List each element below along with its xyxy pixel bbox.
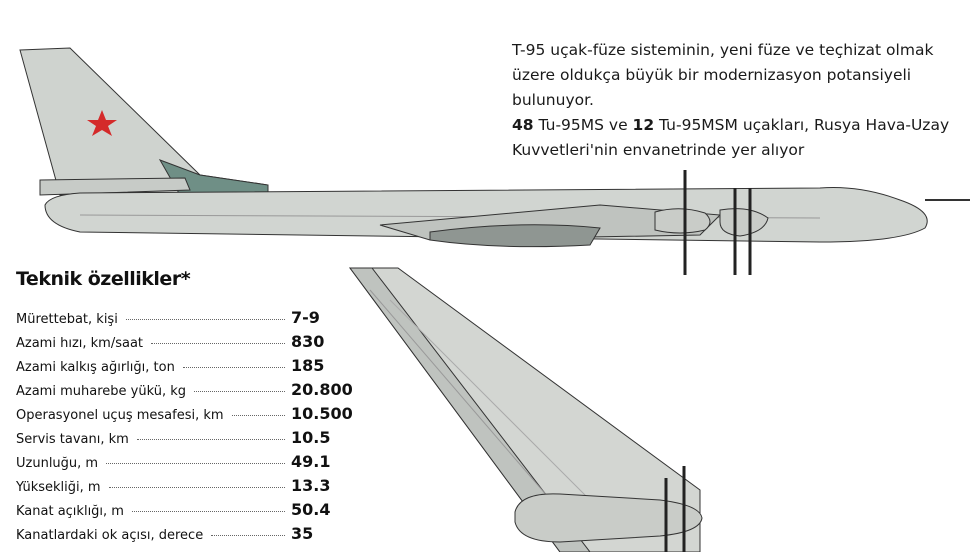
dot-leader [106,463,285,464]
dot-leader [193,391,285,392]
spec-label: Azami kalkış ağırlığı, ton [16,360,175,375]
spec-row: Kanatlardaki ok açısı, derece 35 [16,524,361,548]
spec-row: Azami hızı, km/saat 830 [16,332,361,356]
intro-text-ms: Tu-95MS ve [533,116,633,134]
spec-label: Kanat açıklığı, m [16,504,124,519]
spec-row: Yüksekliği, m 13.3 [16,476,361,500]
wing-engine-nacelle [514,466,703,552]
spec-row: Uzunluğu, m 49.1 [16,452,361,476]
dot-leader [108,487,285,488]
spec-row: Azami kalkış ağırlığı, ton 185 [16,356,361,380]
dot-leader [136,439,285,440]
tail-fin [19,47,269,196]
red-star-icon [87,110,117,136]
spec-label: Yüksekliği, m [16,480,101,495]
spec-value: 7-9 [291,308,320,327]
tu95ms-count: 48 [512,116,534,134]
dot-leader [131,511,285,512]
intro-paragraph: T-95 uçak-füze sisteminin, yeni füze ve … [512,38,972,163]
intro-text-msm: Tu-95MSM uçakları, Rusya Hava-Uzay Kuvve… [512,116,950,159]
spec-row: Azami muharebe yükü, kg 20.800 [16,380,361,404]
dot-leader [125,319,285,320]
spec-label: Azami muharebe yükü, kg [16,384,186,399]
spec-row: Mürettebat, kişi 7-9 [16,308,361,332]
dot-leader [211,535,285,536]
spec-value: 35 [291,524,314,543]
spec-label: Mürettebat, kişi [16,312,118,327]
spec-value: 185 [291,356,325,375]
side-wing-and-engines [379,170,769,275]
dot-leader [151,343,285,344]
spec-label: Azami hızı, km/saat [16,336,144,351]
spec-value: 50.4 [291,500,331,519]
spec-label: Servis tavanı, km [16,432,129,447]
dot-leader [231,415,285,416]
intro-text: T-95 uçak-füze sisteminin, yeni füze ve … [512,41,934,109]
spec-row: Kanat açıklığı, m 50.4 [16,500,361,524]
spec-value: 13.3 [291,476,331,495]
spec-value: 830 [291,332,325,351]
spec-row: Operasyonel uçuş mesafesi, km 10.500 [16,404,361,428]
spec-label: Operasyonel uçuş mesafesi, km [16,408,224,423]
dot-leader [182,367,285,368]
spec-value: 20.800 [291,380,353,399]
spec-value: 10.500 [291,404,353,423]
spec-value: 49.1 [291,452,331,471]
spec-row: Servis tavanı, km 10.5 [16,428,361,452]
specs-title: Teknik özellikler* [16,268,191,290]
tu95msm-count: 12 [632,116,655,134]
spec-label: Kanatlardaki ok açısı, derece [16,528,204,543]
spec-label: Uzunluğu, m [16,456,99,471]
spec-value: 10.5 [291,428,331,447]
